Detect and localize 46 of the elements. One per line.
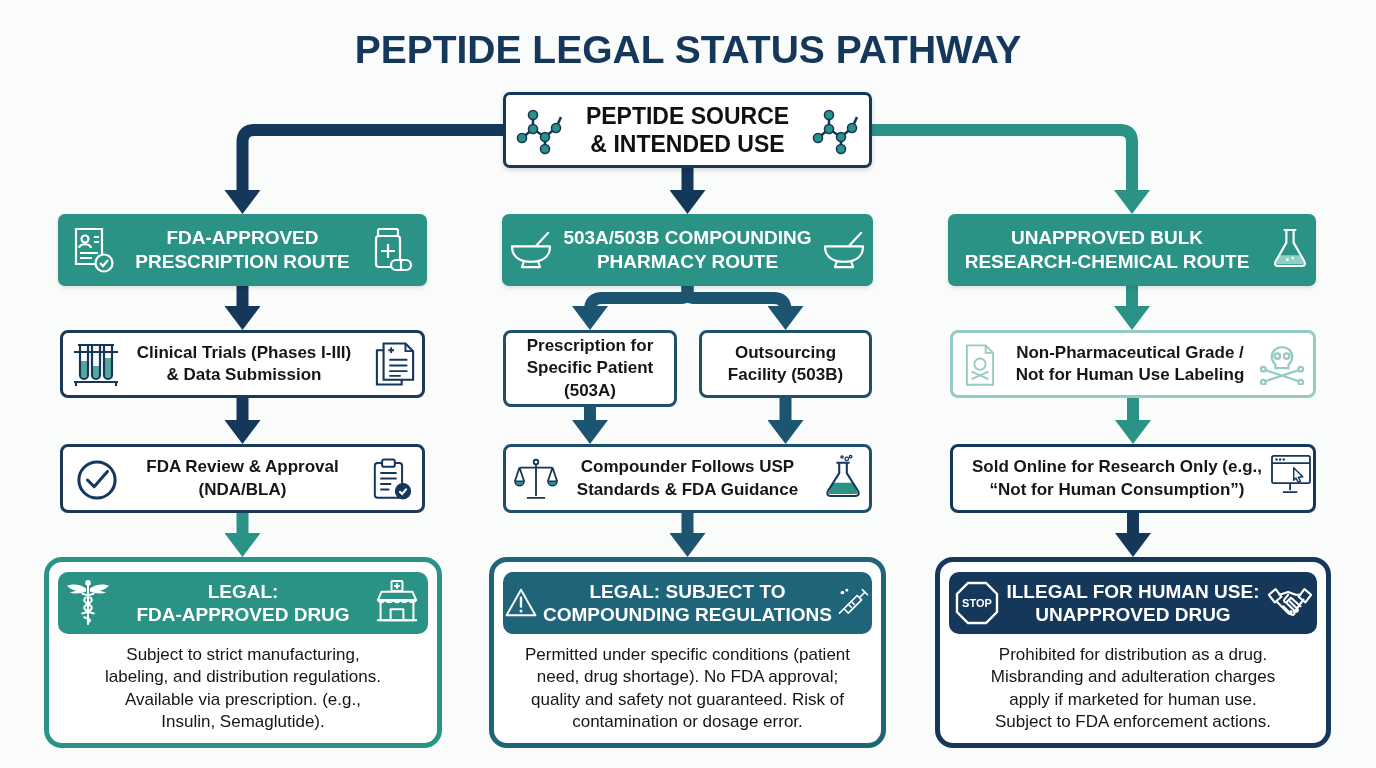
arrow (224, 398, 261, 444)
step-label: Prescription for Specific Patient (503A) (526, 335, 654, 402)
outcome-card (935, 557, 1331, 748)
arrow (224, 513, 261, 557)
card-text: Subject to strict manufacturing, labeling, and distribution regulations. Available via prescription. (e.g., Insulin, Semaglutide). (104, 644, 382, 733)
arrow (669, 513, 706, 557)
node-title: PEPTIDE SOURCE & INTENDED USE (585, 101, 790, 159)
start-box (503, 92, 872, 168)
diagram-title: PEPTIDE LEGAL STATUS PATHWAY (354, 30, 1022, 70)
stop-sign: STOP (955, 581, 999, 625)
process-box (60, 444, 425, 513)
step-label: Compounder Follows USP Standards & FDA Guidance (576, 456, 799, 501)
card-heading: LEGAL: SUBJECT TO COMPOUNDING REGULATIONS (542, 579, 833, 627)
arrow (681, 286, 804, 330)
arrow (872, 124, 1150, 214)
process-box (950, 444, 1316, 513)
route-box (58, 214, 427, 286)
process-box (699, 330, 872, 398)
card-heading: ILLEGAL FOR HUMAN USE: UNAPPROVED DRUG (1005, 579, 1261, 627)
route-box (502, 214, 873, 286)
route-title: 503A/503B COMPOUNDING PHARMACY ROUTE (562, 226, 813, 274)
step-label: FDA Review & Approval (NDA/BLA) (145, 456, 340, 501)
route-box (948, 214, 1316, 286)
process-box (503, 444, 872, 513)
route-title: FDA-APPROVED PRESCRIPTION ROUTE (134, 226, 351, 274)
card-text: Prohibited for distribution as a drug. Misbranding and adulteration charges apply if marketed for human use. Subject to FDA enforcement actions. (990, 644, 1276, 733)
outcome-card (489, 557, 886, 748)
step-label: Clinical Trials (Phases I-III) & Data Submission (136, 341, 352, 386)
outcome-card (44, 557, 442, 748)
arrow (767, 398, 804, 444)
arrow (669, 168, 706, 214)
step-label: Sold Online for Research Only (e.g., “Not for Human Consumption”) (971, 456, 1263, 501)
step-label: Non-Pharmaceutical Grade / Not for Human Use Labeling (1015, 341, 1245, 386)
arrow (572, 407, 608, 444)
step-label: Outsourcing Facility (503B) (727, 341, 844, 386)
process-box (60, 330, 425, 398)
arrow (224, 124, 503, 214)
arrow (1115, 398, 1151, 444)
arrow (224, 286, 261, 330)
card-heading: LEGAL: FDA-APPROVED DRUG (135, 579, 351, 627)
process-box (503, 330, 677, 407)
arrow (1115, 513, 1151, 557)
process-box (950, 330, 1316, 398)
card-text: Permitted under specific conditions (patient need, drug shortage). No FDA approval; quality and safety not guaranteed. Risk of contamination or dosage error. (524, 644, 851, 733)
route-title: UNAPPROVED BULK RESEARCH-CHEMICAL ROUTE (964, 226, 1250, 274)
arrow (1114, 286, 1150, 330)
